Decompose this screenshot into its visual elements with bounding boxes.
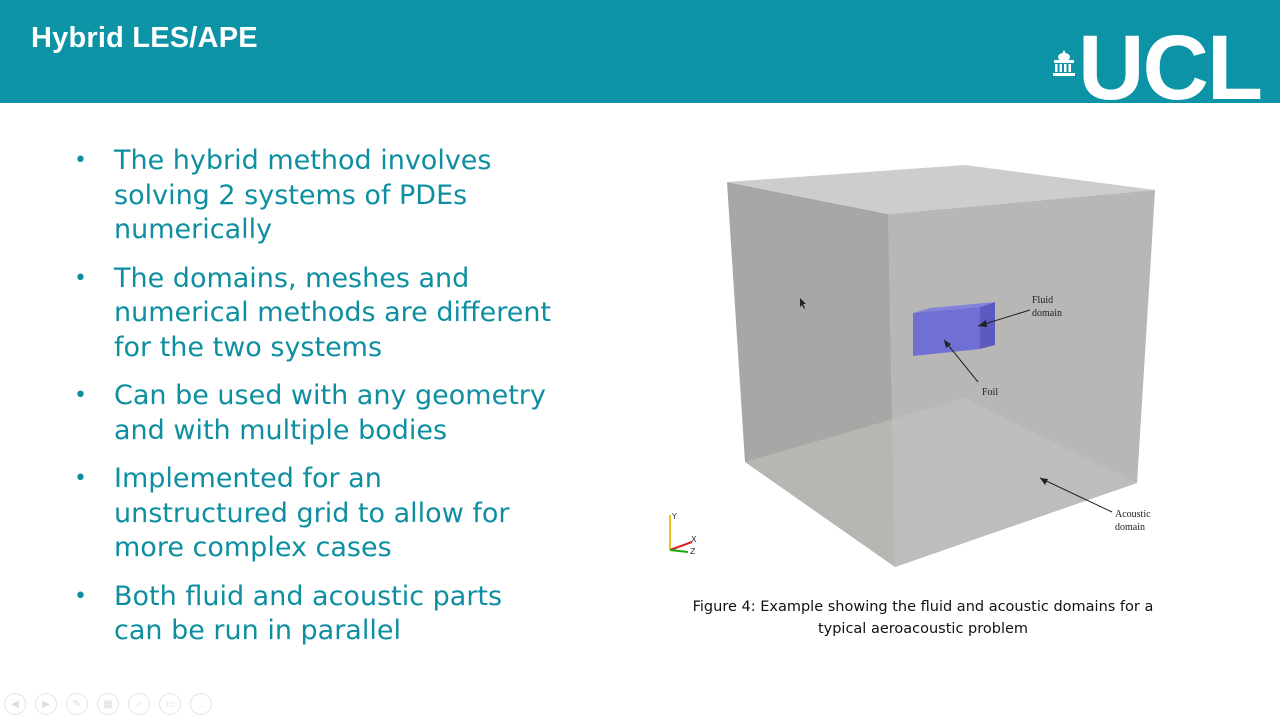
- fluid-domain-top: [913, 302, 995, 313]
- bullet-line: unstructured grid to allow for: [114, 497, 510, 529]
- bullet-dot-icon: •: [74, 383, 87, 408]
- acoustic-label: Acoustic: [1115, 509, 1151, 520]
- bullet-line: Can be used with any geometry: [114, 380, 546, 411]
- bullet-line: and with multiple bodies: [114, 414, 448, 446]
- pen-icon[interactable]: ✎: [66, 693, 88, 715]
- ucl-portico-icon: [1053, 50, 1075, 76]
- fluid-label: Fluid: [1032, 295, 1053, 306]
- bullet-item: • Implemented for an unstructured grid t…: [72, 462, 592, 566]
- foil-arrow: [943, 339, 979, 383]
- figure-caption: Figure 4: Example showing the fluid and …: [682, 596, 1164, 640]
- slide-title: Hybrid LES/APE: [31, 22, 258, 54]
- foil-label: Foil: [982, 387, 998, 398]
- fluid-domain-front: [913, 307, 980, 356]
- bullet-item: • Both fluid and acoustic parts can be r…: [72, 580, 592, 649]
- slides-icon[interactable]: ▦: [97, 693, 119, 715]
- axis-triad-icon: Y X Z: [669, 512, 697, 556]
- bullet-line: Implemented for an: [114, 463, 382, 494]
- fluid-domain-side: [980, 302, 995, 349]
- bullet-dot-icon: •: [74, 265, 87, 291]
- ucl-logo: UCL: [1078, 17, 1263, 119]
- next-icon[interactable]: ▶: [35, 693, 57, 715]
- bullet-line: can be run in parallel: [114, 615, 401, 646]
- svg-text:Y: Y: [671, 512, 677, 521]
- box-bottom-face: [745, 398, 1137, 567]
- caption-line: Figure 4: Example showing the fluid and …: [692, 599, 1154, 615]
- acoustic-arrow: [1039, 477, 1113, 513]
- bullet-line: numerically: [114, 214, 273, 245]
- box-top-face: [727, 165, 1155, 214]
- bullet-line: more complex cases: [114, 532, 392, 563]
- bullet-item: • Can be used with any geometry and with…: [72, 379, 592, 448]
- bullet-list: • The hybrid method involves solving 2 s…: [72, 144, 592, 663]
- bullet-dot-icon: •: [74, 583, 87, 609]
- bullet-item: • The domains, meshes and numerical meth…: [72, 262, 592, 366]
- bullet-dot-icon: •: [74, 466, 87, 491]
- bullet-line: for the two systems: [114, 331, 383, 363]
- bullet-line: The hybrid method involves: [114, 145, 492, 176]
- fluid-label: domain: [1032, 308, 1062, 319]
- header-bar: Hybrid LES/APE UCL: [0, 0, 1280, 114]
- bullet-line: The domains, meshes and: [114, 262, 470, 294]
- svg-text:Z: Z: [690, 547, 696, 556]
- bullet-dot-icon: •: [74, 148, 87, 173]
- svg-text:X: X: [691, 535, 697, 544]
- subtitles-icon[interactable]: ▭: [159, 693, 181, 715]
- acoustic-label: domain: [1115, 522, 1145, 533]
- bullet-line: Both fluid and acoustic parts: [114, 580, 503, 612]
- caption-line: typical aeroacoustic problem: [817, 621, 1029, 637]
- mouse-cursor-icon: [800, 298, 806, 309]
- prev-icon[interactable]: ◀: [4, 693, 26, 715]
- zoom-icon[interactable]: ⌕: [128, 693, 150, 715]
- domain-figure: Fluid domain Foil Acoustic domain Y X Z: [669, 165, 1155, 567]
- bullet-line: solving 2 systems of PDEs: [114, 179, 468, 211]
- bullet-line: numerical methods are different: [114, 297, 552, 328]
- slideshow-toolbar: ◀ ▶ ✎ ▦ ⌕ ▭ …: [4, 693, 212, 715]
- bullet-item: • The hybrid method involves solving 2 s…: [72, 144, 592, 248]
- fluid-arrow: [977, 309, 1031, 327]
- more-icon[interactable]: …: [190, 693, 212, 715]
